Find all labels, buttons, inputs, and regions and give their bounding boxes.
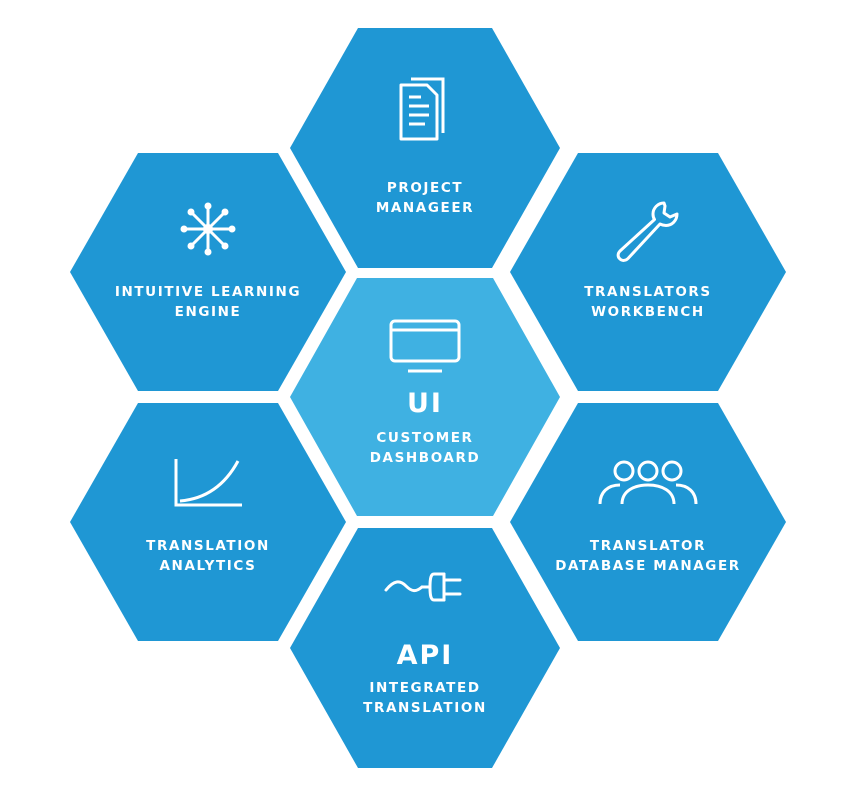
hex-intuitive-learning-engine: INTUITIVE LEARNING ENGINE (70, 153, 346, 391)
hex-shape (70, 403, 346, 641)
hex-translator-database-manager: TRANSLATOR DATABASE MANAGER (510, 403, 786, 641)
label-line-2: ANALYTICS (159, 558, 257, 574)
label-line-2: ENGINE (174, 304, 242, 320)
hex-translation-analytics: TRANSLATION ANALYTICS (70, 403, 346, 641)
label-line-1: TRANSLATOR (589, 538, 707, 554)
wrench-icon (612, 199, 684, 262)
label-line-1: INTEGRATED (369, 680, 481, 696)
hex-label: TRANSLATOR DATABASE MANAGER (510, 536, 786, 576)
plug-icon (384, 570, 466, 604)
growth-curve-icon (172, 457, 244, 509)
label-line-1: PROJECT (386, 180, 464, 196)
hex-label: PROJECT MANAGEER (290, 178, 560, 218)
network-icon (178, 201, 238, 257)
hex-shape (290, 28, 560, 268)
label-line-1: TRANSLATORS (584, 284, 712, 300)
label-line-2: DASHBOARD (369, 450, 481, 466)
document-icon (397, 73, 453, 141)
hex-label: TRANSLATION ANALYTICS (70, 536, 346, 576)
label-line-2: WORKBENCH (591, 304, 705, 320)
hex-integrated-translation: API INTEGRATED TRANSLATION (290, 528, 560, 768)
label-line-1: TRANSLATION (146, 538, 270, 554)
people-icon (596, 458, 700, 506)
hex-shape (510, 403, 786, 641)
hex-label: TRANSLATORS WORKBENCH (510, 282, 786, 322)
label-line-1: CUSTOMER (376, 430, 474, 446)
hex-translators-workbench: TRANSLATORS WORKBENCH (510, 153, 786, 391)
hex-shape (290, 278, 560, 516)
label-line-1: INTUITIVE LEARNING (114, 284, 302, 300)
monitor-icon (388, 318, 462, 374)
hex-label: CUSTOMER DASHBOARD (290, 428, 560, 468)
hex-shape (70, 153, 346, 391)
label-line-2: MANAGEER (375, 200, 475, 216)
hex-project-manager: PROJECT MANAGEER (290, 28, 560, 268)
label-line-2: TRANSLATION (363, 700, 487, 716)
hex-shape (290, 528, 560, 768)
hex-label: INTEGRATED TRANSLATION (290, 678, 560, 718)
acronym-ui: UI (407, 388, 443, 419)
label-line-2: DATABASE MANAGER (555, 558, 741, 574)
hex-customer-dashboard: UI CUSTOMER DASHBOARD (290, 278, 560, 516)
hex-label: INTUITIVE LEARNING ENGINE (70, 282, 346, 322)
acronym-api: API (396, 640, 454, 671)
hex-shape (510, 153, 786, 391)
